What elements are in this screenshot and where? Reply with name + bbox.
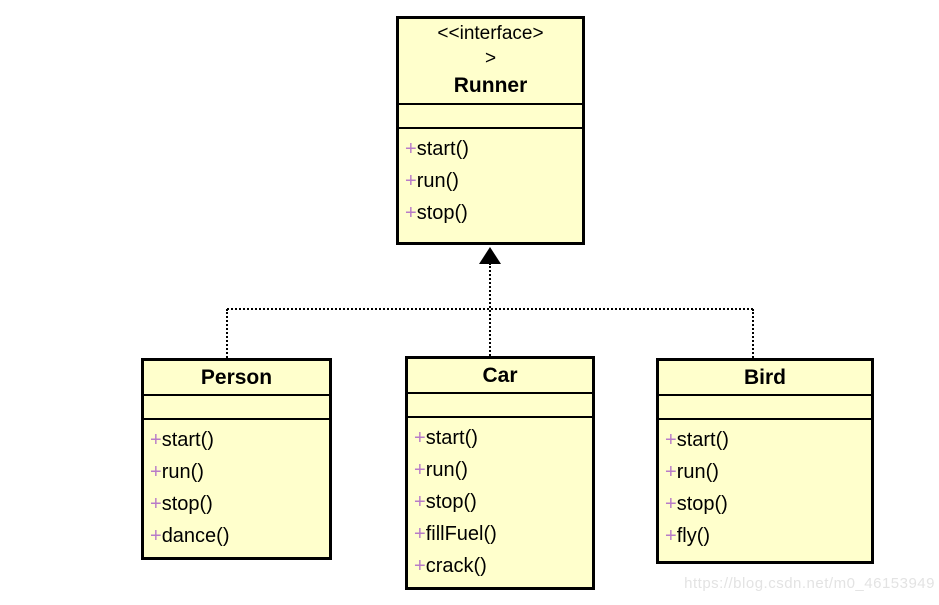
class-name-runner: Runner [453, 74, 528, 97]
class-name-bird: Bird [744, 366, 786, 389]
method-row: +start() [665, 424, 865, 456]
realization-line-person-vertical [226, 309, 228, 358]
method-signature: fillFuel() [425, 523, 497, 545]
class-box-bird: Bird +start() +run() +stop() +fly() [656, 358, 874, 564]
realization-arrowhead-icon [479, 247, 501, 264]
class-box-car: Car +start() +run() +stop() +fillFuel() … [405, 356, 595, 590]
attributes-section-person [144, 394, 329, 420]
methods-section-bird: +start() +run() +stop() +fly() [659, 420, 871, 552]
method-row: +stop() [414, 486, 586, 518]
realization-line-bird-vertical [752, 309, 754, 358]
class-title-runner: <<interface> > Runner [399, 19, 582, 103]
method-row: +run() [150, 456, 323, 488]
class-box-runner: <<interface> > Runner +start() +run() +s… [396, 16, 585, 245]
method-row: +run() [414, 454, 586, 486]
watermark-url: https://blog.csdn.net/m0_46153949 [684, 575, 935, 592]
method-row: +run() [405, 165, 576, 197]
visibility-marker: + [405, 170, 417, 192]
method-signature: stop() [676, 493, 728, 515]
visibility-marker: + [665, 493, 677, 515]
method-signature: run() [676, 461, 719, 483]
method-row: +fly() [665, 520, 865, 552]
method-signature: run() [161, 461, 204, 483]
method-row: +stop() [665, 488, 865, 520]
method-row: +start() [150, 424, 323, 456]
visibility-marker: + [665, 461, 677, 483]
visibility-marker: + [414, 491, 426, 513]
attributes-section-bird [659, 394, 871, 420]
realization-line-horizontal [227, 308, 753, 310]
stereotype-text: <<interface> [437, 23, 544, 44]
methods-section-person: +start() +run() +stop() +dance() [144, 420, 329, 552]
method-signature: fly() [676, 525, 711, 547]
method-row: +start() [405, 133, 576, 165]
stereotype-text-wrap: > [484, 48, 497, 69]
visibility-marker: + [414, 427, 426, 449]
visibility-marker: + [405, 202, 417, 224]
visibility-marker: + [665, 525, 677, 547]
method-signature: stop() [425, 491, 477, 513]
method-signature: crack() [425, 555, 487, 577]
method-row: +crack() [414, 550, 586, 582]
visibility-marker: + [405, 138, 417, 160]
attributes-section-runner [399, 103, 582, 129]
method-row: +fillFuel() [414, 518, 586, 550]
visibility-marker: + [414, 523, 426, 545]
visibility-marker: + [414, 459, 426, 481]
visibility-marker: + [150, 493, 162, 515]
method-signature: start() [416, 138, 469, 160]
visibility-marker: + [414, 555, 426, 577]
method-row: +dance() [150, 520, 323, 552]
method-signature: start() [676, 429, 729, 451]
method-signature: dance() [161, 525, 230, 547]
method-signature: run() [425, 459, 468, 481]
visibility-marker: + [665, 429, 677, 451]
class-title-person: Person [144, 361, 329, 394]
method-signature: start() [425, 427, 478, 449]
methods-section-car: +start() +run() +stop() +fillFuel() +cra… [408, 418, 592, 582]
class-title-bird: Bird [659, 361, 871, 394]
visibility-marker: + [150, 429, 162, 451]
method-signature: start() [161, 429, 214, 451]
methods-section-runner: +start() +run() +stop() [399, 129, 582, 229]
class-name-car: Car [482, 364, 518, 387]
class-box-person: Person +start() +run() +stop() +dance() [141, 358, 332, 560]
method-signature: stop() [416, 202, 468, 224]
attributes-section-car [408, 392, 592, 418]
method-row: +start() [414, 422, 586, 454]
visibility-marker: + [150, 461, 162, 483]
method-row: +stop() [405, 197, 576, 229]
visibility-marker: + [150, 525, 162, 547]
class-title-car: Car [408, 359, 592, 392]
method-signature: stop() [161, 493, 213, 515]
method-row: +stop() [150, 488, 323, 520]
class-name-person: Person [200, 366, 273, 389]
method-row: +run() [665, 456, 865, 488]
method-signature: run() [416, 170, 459, 192]
